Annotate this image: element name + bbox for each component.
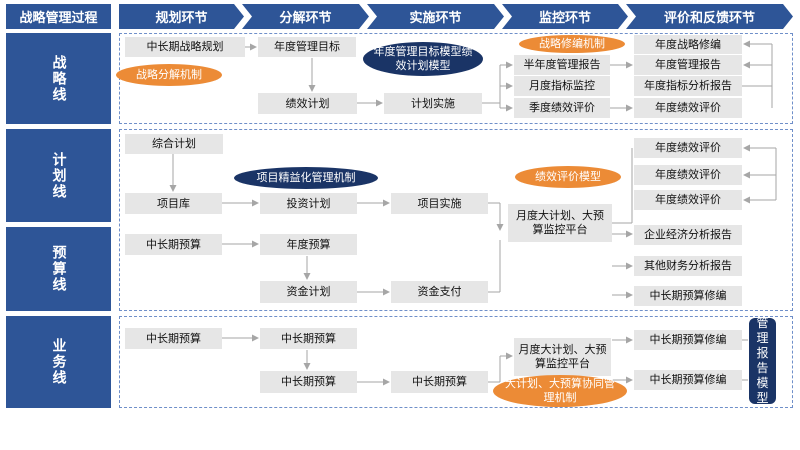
box-monthly-indicator-monitor: 月度指标监控 [514, 76, 610, 96]
box-business-revise-1: 中长期预算修编 [634, 330, 742, 350]
box-budget-revise: 中长期预算修编 [634, 286, 742, 306]
stage-implementation: 实施环节 [367, 4, 504, 29]
stage-planning: 规划环节 [119, 4, 244, 29]
lane-label-strategy: 战略线 [6, 33, 111, 124]
box-performance-plan: 绩效计划 [258, 93, 357, 114]
badge-strategy-decompose-mechanism: 战略分解机制 [116, 64, 222, 86]
box-fund-plan: 资金计划 [260, 281, 357, 303]
box-business-revise-2: 中长期预算修编 [634, 370, 742, 390]
lane-frame-plan-budget [119, 129, 793, 311]
box-business-monitor-platform: 月度大计划、大预算监控平台 [514, 338, 611, 376]
badge-project-refine-mechanism: 项目精益化管理机制 [234, 167, 378, 189]
box-annual-performance-eval: 年度绩效评价 [634, 98, 742, 118]
stage-decomposition: 分解环节 [242, 4, 369, 29]
box-business-long-term-2: 中长期预算 [260, 328, 357, 349]
box-plan-annual-eval-1: 年度绩效评价 [634, 138, 742, 158]
lane-label-business: 业务线 [6, 316, 111, 408]
box-business-long-term-1: 中长期预算 [125, 328, 222, 349]
box-plan-annual-eval-2: 年度绩效评价 [634, 165, 742, 185]
box-fund-payment: 资金支付 [391, 281, 488, 303]
box-annual-indicator-analysis: 年度指标分析报告 [634, 76, 742, 96]
box-project-library: 项目库 [125, 193, 222, 214]
box-budget-long-term: 中长期预算 [125, 234, 222, 255]
stage-monitoring: 监控环节 [502, 4, 628, 29]
box-annual-management-goal: 年度管理目标 [258, 37, 356, 57]
badge-collaborative-mechanism: 大计划、大预算协同管理机制 [493, 375, 627, 407]
box-annual-strategy-revise: 年度战略修编 [634, 35, 742, 54]
box-annual-management-report: 年度管理报告 [634, 55, 742, 75]
box-other-finance-report: 其他财务分析报告 [634, 256, 742, 276]
box-enterprise-economic-report: 企业经济分析报告 [634, 225, 742, 245]
box-integrated-plan: 综合计划 [125, 134, 223, 154]
stage-evaluation-feedback: 评价和反馈环节 [626, 4, 793, 29]
process-title: 战略管理过程 [6, 4, 111, 29]
box-plan-annual-eval-3: 年度绩效评价 [634, 190, 742, 210]
badge-management-report-model: 管理报告模型 [749, 316, 776, 405]
box-monthly-monitor-platform: 月度大计划、大预算监控平台 [508, 204, 612, 242]
box-business-long-term-3: 中长期预算 [260, 371, 357, 393]
box-quarterly-performance-eval: 季度绩效评价 [514, 98, 610, 118]
lane-label-plan: 计划线 [6, 129, 111, 222]
box-budget-annual: 年度预算 [260, 234, 357, 255]
badge-performance-eval-model: 绩效评价模型 [515, 166, 621, 188]
box-investment-plan: 投资计划 [260, 193, 357, 214]
box-business-long-term-4: 中长期预算 [391, 371, 488, 393]
box-long-term-strategy-plan: 中长期战略规划 [125, 37, 245, 57]
badge-strategy-revise-mechanism: 战略修编机制 [519, 35, 625, 53]
box-project-implementation: 项目实施 [391, 193, 488, 214]
lane-label-budget: 预算线 [6, 227, 111, 311]
lane-frame-business [119, 316, 793, 408]
badge-goal-performance-model: 年度管理目标模型绩效计划模型 [363, 42, 483, 76]
box-half-year-report: 半年度管理报告 [514, 55, 610, 75]
box-plan-implementation: 计划实施 [384, 93, 482, 114]
